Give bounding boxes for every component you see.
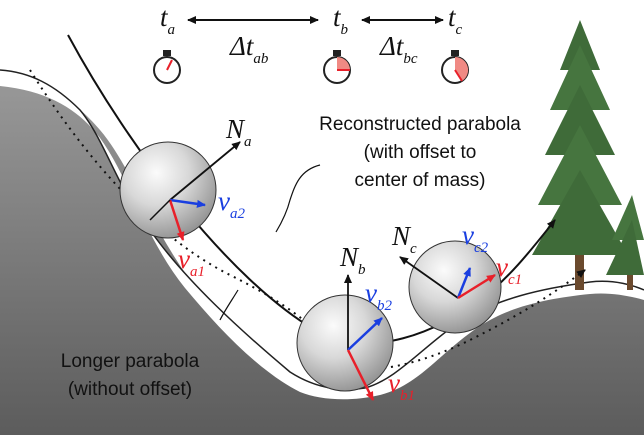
stopwatch-b-icon xyxy=(323,50,351,84)
tree-small xyxy=(606,195,644,290)
caption-reconstructed-line-3: center of mass) xyxy=(355,170,486,191)
velocity-label-b2: vb2 xyxy=(365,278,392,314)
time-label-b: tb xyxy=(333,2,349,38)
interval-label-bc: Δtbc xyxy=(379,31,418,67)
caption-reconstructed-line-2: (with offset to xyxy=(364,142,477,163)
velocity-label-a1: va1 xyxy=(178,244,205,280)
slope-edge xyxy=(0,69,644,391)
time-label-c: tc xyxy=(448,2,463,38)
velocity-label-a2: va2 xyxy=(218,186,245,222)
stopwatch-c-icon xyxy=(441,50,469,84)
ball-c xyxy=(399,240,502,334)
ball-a xyxy=(119,141,241,241)
normal-label-c: Nc xyxy=(391,221,417,257)
caption-reconstructed-parabola: Reconstructed parabola (with offset to c… xyxy=(319,114,521,191)
velocity-label-c1: vc1 xyxy=(496,252,522,288)
stopwatch-a-icon xyxy=(153,50,181,84)
ground-shadow xyxy=(0,70,644,435)
caption-pointer-reconstructed xyxy=(275,164,321,233)
caption-longer-line-1: Longer parabola xyxy=(61,351,200,372)
interval-label-ab: Δtab xyxy=(229,31,269,67)
time-label-a: ta xyxy=(160,2,175,38)
normal-label-a: Na xyxy=(225,114,252,150)
ball-b xyxy=(296,274,394,401)
tree-large xyxy=(532,20,628,290)
velocity-label-c2: vc2 xyxy=(462,220,489,256)
caption-longer-line-2: (without offset) xyxy=(68,379,192,400)
caption-reconstructed-line-1: Reconstructed parabola xyxy=(319,114,521,135)
caption-pointer-longer xyxy=(219,289,239,321)
velocity-label-b1: vb1 xyxy=(388,368,415,404)
normal-label-b: Nb xyxy=(339,242,366,278)
caption-longer-parabola: Longer parabola (without offset) xyxy=(61,351,200,400)
